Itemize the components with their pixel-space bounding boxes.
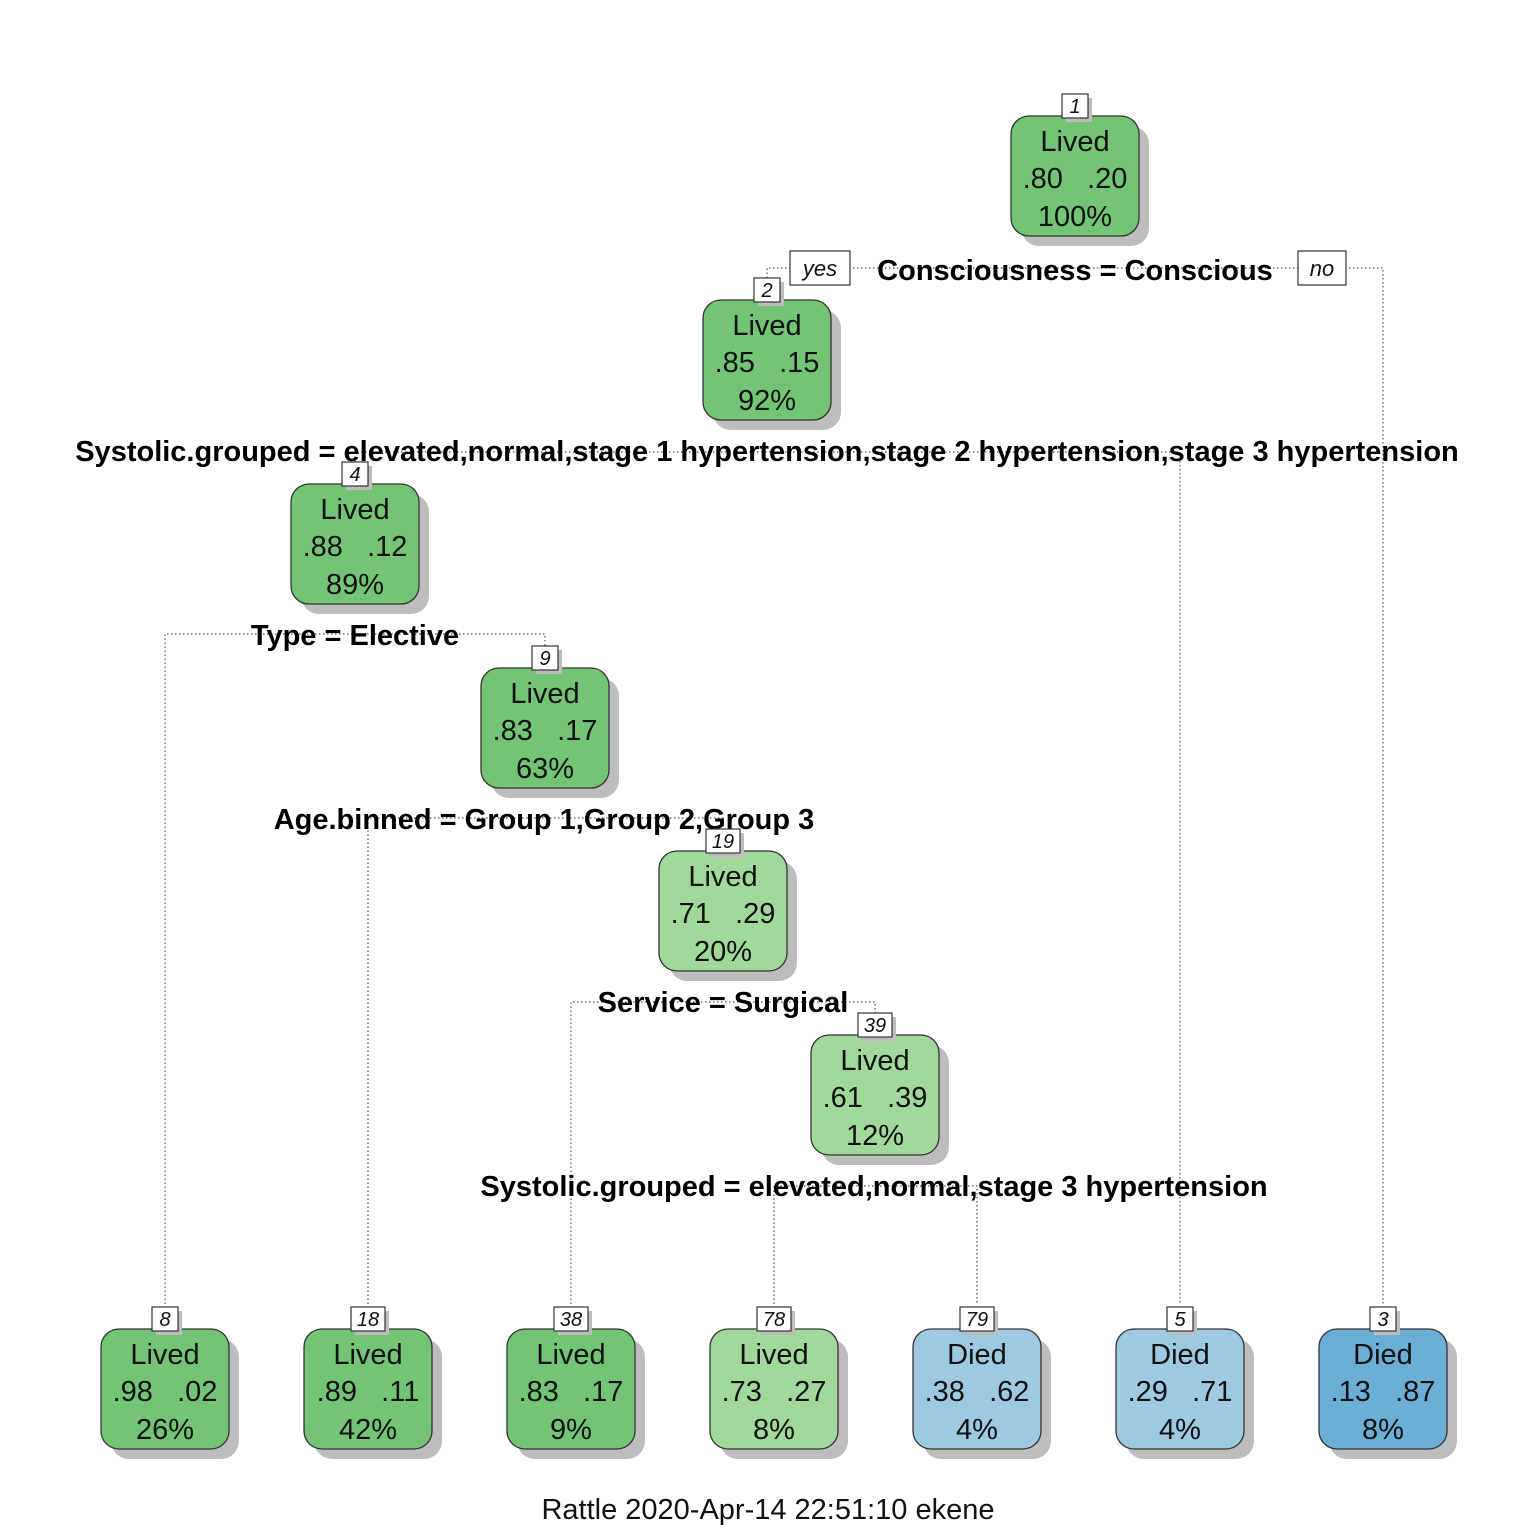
node-number: 18	[357, 1309, 379, 1331]
node-percent: 4%	[1159, 1414, 1201, 1446]
node-class-label: Died	[947, 1339, 1007, 1371]
tree-node: Lived .71 .29 20% 19	[658, 828, 797, 981]
node-number-tag: 38	[553, 1306, 592, 1335]
node-percent: 4%	[956, 1414, 998, 1446]
node-number: 9	[539, 648, 550, 670]
node-percent: 8%	[753, 1414, 795, 1446]
branch-yes-label: yes	[789, 250, 851, 286]
branch-no-label: no	[1297, 250, 1347, 286]
tree-edges	[164, 267, 1384, 1304]
node-probabilities: .13 .87	[1331, 1376, 1436, 1408]
node-number-tag: 19	[705, 828, 744, 857]
node-probabilities: .61 .39	[823, 1082, 928, 1114]
node-probabilities: .89 .11	[317, 1376, 420, 1408]
node-number-tag: 18	[350, 1306, 389, 1335]
split-label: Service = Surgical	[598, 987, 849, 1019]
node-probabilities: .83 .17	[493, 715, 598, 747]
split-label: Consciousness = Conscious	[877, 255, 1273, 287]
node-probabilities: .98 .02	[113, 1376, 218, 1408]
tree-edge	[773, 1185, 978, 1304]
node-probabilities: .80 .20	[1023, 163, 1128, 195]
tree-node: Lived .80 .20 100% 1	[1010, 93, 1149, 246]
node-class-label: Died	[1150, 1339, 1210, 1371]
node-probabilities: .71 .29	[671, 898, 776, 930]
node-percent: 12%	[846, 1120, 904, 1152]
tree-edge	[354, 451, 1181, 1304]
node-class-label: Lived	[510, 678, 579, 710]
node-number-tag: 4	[341, 461, 372, 490]
node-number-tag: 1	[1061, 93, 1092, 122]
footer-caption: Rattle 2020-Apr-14 22:51:10 ekene	[541, 1494, 995, 1526]
node-number: 4	[349, 464, 360, 486]
node-class-label: Lived	[688, 861, 757, 893]
node-class-label: Died	[1353, 1339, 1413, 1371]
node-class-label: Lived	[333, 1339, 402, 1371]
node-probabilities: .29 .71	[1128, 1376, 1233, 1408]
node-number-tag: 9	[531, 645, 562, 674]
node-probabilities: .83 .17	[519, 1376, 624, 1408]
tree-node: Lived .83 .17 9% 38	[506, 1306, 645, 1459]
node-percent: 89%	[326, 569, 384, 601]
node-number: 78	[763, 1309, 785, 1331]
split-label: Type = Elective	[251, 620, 459, 652]
tree-node: Died .13 .87 8% 3	[1318, 1306, 1457, 1459]
node-number: 2	[760, 280, 772, 302]
node-class-label: Lived	[130, 1339, 199, 1371]
node-percent: 42%	[339, 1414, 397, 1446]
tree-node: Lived .88 .12 89% 4	[290, 461, 429, 614]
node-number: 8	[159, 1309, 170, 1331]
node-number: 3	[1377, 1309, 1388, 1331]
node-percent: 26%	[136, 1414, 194, 1446]
node-class-label: Lived	[536, 1339, 605, 1371]
node-number-tag: 3	[1369, 1306, 1400, 1335]
node-percent: 92%	[738, 385, 796, 417]
node-probabilities: .38 .62	[925, 1376, 1030, 1408]
node-class-label: Lived	[320, 494, 389, 526]
node-percent: 100%	[1038, 201, 1112, 233]
node-number-tag: 39	[857, 1012, 896, 1041]
node-probabilities: .85 .15	[715, 347, 820, 379]
node-number: 5	[1174, 1309, 1186, 1331]
node-percent: 8%	[1362, 1414, 1404, 1446]
tree-node: Died .29 .71 4% 5	[1115, 1306, 1254, 1459]
node-number-tag: 8	[151, 1306, 182, 1335]
node-class-label: Lived	[1040, 126, 1109, 158]
node-number: 19	[712, 831, 734, 853]
node-probabilities: .73 .27	[722, 1376, 827, 1408]
svg-text:no: no	[1310, 256, 1334, 281]
node-class-label: Lived	[732, 310, 801, 342]
tree-edge	[766, 267, 1384, 1304]
tree-node: Lived .85 .15 92% 2	[702, 277, 841, 430]
tree-node: Died .38 .62 4% 79	[912, 1306, 1051, 1459]
tree-node: Lived .73 .27 8% 78	[709, 1306, 848, 1459]
node-number: 39	[864, 1015, 886, 1037]
tree-node: Lived .89 .11 42% 18	[303, 1306, 442, 1459]
node-class-label: Lived	[840, 1045, 909, 1077]
node-number: 38	[560, 1309, 582, 1331]
node-number-tag: 78	[756, 1306, 795, 1335]
node-number-tag: 79	[959, 1306, 998, 1335]
node-percent: 9%	[550, 1414, 592, 1446]
tree-edge	[164, 633, 546, 1304]
split-label: Systolic.grouped = elevated,normal,stage…	[75, 436, 1459, 468]
svg-text:yes: yes	[801, 256, 837, 281]
node-number: 1	[1069, 96, 1080, 118]
node-probabilities: .88 .12	[303, 531, 408, 563]
split-labels: Consciousness = ConsciousSystolic.groupe…	[75, 255, 1459, 1203]
node-number-tag: 5	[1166, 1306, 1197, 1335]
tree-edge	[570, 1001, 876, 1304]
node-percent: 63%	[516, 753, 574, 785]
tree-node: Lived .98 .02 26% 8	[100, 1306, 239, 1459]
tree-node: Lived .61 .39 12% 39	[810, 1012, 949, 1165]
split-label: Systolic.grouped = elevated,normal,stage…	[480, 1171, 1267, 1203]
branch-labels: yes no	[789, 250, 1347, 286]
node-class-label: Lived	[739, 1339, 808, 1371]
node-number-tag: 2	[753, 277, 784, 306]
node-percent: 20%	[694, 936, 752, 968]
tree-node: Lived .83 .17 63% 9	[480, 645, 619, 798]
node-number: 79	[966, 1309, 988, 1331]
